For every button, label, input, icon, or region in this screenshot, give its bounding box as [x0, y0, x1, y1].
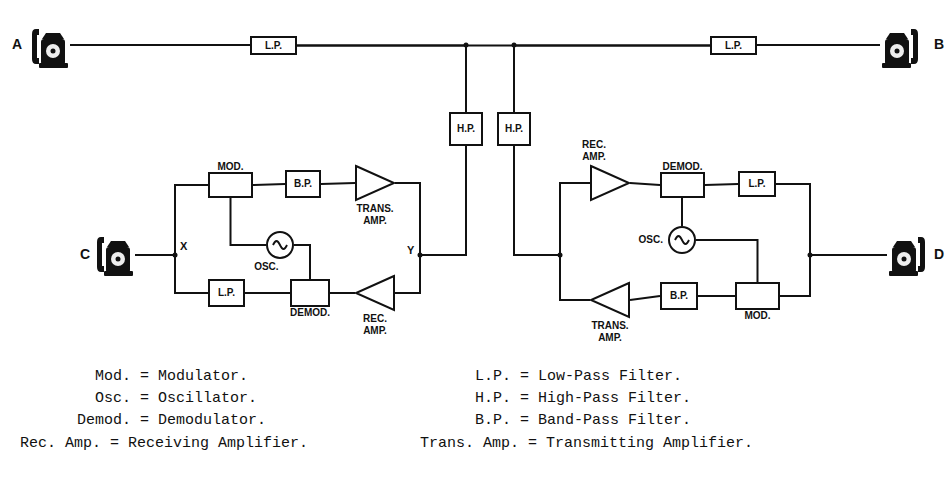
node-label: H.P.	[457, 123, 475, 135]
signal-line	[395, 146, 466, 255]
abbreviation-key: Osc. = Oscillator.	[95, 390, 257, 407]
telephone	[889, 237, 925, 276]
junction-label: X	[180, 240, 187, 252]
signal-line	[231, 198, 267, 245]
node-label: B.P.	[294, 178, 312, 190]
signal-line	[321, 183, 355, 184]
junction-label: Y	[407, 244, 414, 256]
oscillator-outline	[669, 227, 695, 253]
filter-box: H.P.	[497, 112, 531, 146]
line-wire	[757, 44, 880, 46]
abbreviation-key: Rec. Amp. = Receiving Amplifier.	[20, 435, 308, 452]
node-label: REC. AMP.	[572, 139, 616, 162]
signal-line	[698, 295, 735, 297]
oscillator-circle	[668, 226, 696, 254]
filter-box: MOD.	[208, 172, 253, 198]
amplifier-triangle	[590, 282, 630, 318]
filter-box: B.P.	[285, 170, 321, 198]
signal-line	[705, 184, 738, 185]
amplifier-outline	[591, 166, 629, 200]
signal-line	[245, 292, 290, 294]
node-label: L.P.	[265, 40, 282, 52]
node-label: MOD.	[744, 310, 770, 322]
oscillator-circle: OSC.	[266, 231, 294, 259]
signal-line	[630, 183, 660, 185]
signal-line	[297, 46, 466, 113]
node-label: L.P.	[725, 40, 742, 52]
amplifier-triangle: TRANS. AMP.	[355, 165, 395, 201]
telephone	[882, 29, 918, 68]
node-label: TRANS. AMP.	[588, 320, 632, 343]
amplifier-triangle	[590, 165, 630, 201]
signal-line	[330, 292, 355, 294]
signal-line	[514, 146, 590, 300]
filter-box: DEMOD.	[290, 279, 330, 307]
terminal-letter: B	[934, 36, 944, 52]
amplifier-outline	[356, 166, 394, 200]
amplifier-triangle: REC. AMP.	[590, 165, 630, 201]
filter-box: B.P.	[660, 282, 698, 310]
amplifier-outline	[356, 276, 394, 310]
signal-line	[514, 46, 710, 113]
oscillator-outline	[267, 232, 293, 258]
telephone	[32, 29, 68, 68]
signal-line	[253, 184, 285, 185]
sine-symbol	[675, 236, 689, 244]
telephone	[97, 237, 133, 276]
oscillator-circle	[266, 231, 294, 259]
signal-line	[776, 184, 810, 296]
signal-line	[630, 296, 660, 300]
filter-box: L.P.	[738, 171, 776, 197]
node-label: DEMOD.	[290, 307, 330, 319]
abbreviation-key: Mod. = Modulator.	[95, 368, 248, 385]
filter-box: H.P.	[449, 112, 483, 146]
node-label: MOD.	[217, 161, 243, 173]
signal-line	[696, 240, 758, 282]
line-wire	[70, 44, 250, 46]
signal-line	[175, 185, 208, 293]
amplifier-triangle	[355, 165, 395, 201]
terminal-letter: A	[12, 36, 22, 52]
line-wire	[810, 254, 887, 256]
node-label: TRANS. AMP.	[353, 203, 397, 226]
signal-line	[514, 146, 590, 255]
node-label: H.P.	[505, 123, 523, 135]
node-label: L.P.	[218, 287, 235, 299]
signal-line	[681, 198, 683, 226]
filter-box: L.P.	[208, 279, 245, 307]
abbreviation-key: Demod. = Demodulator.	[77, 412, 266, 429]
abbreviation-key: Trans. Amp. = Transmitting Amplifier.	[420, 435, 753, 452]
amplifier-triangle	[355, 275, 395, 311]
terminal-letter: C	[80, 246, 90, 262]
amplifier-triangle: TRANS. AMP.	[590, 282, 630, 318]
filter-box: MOD.	[735, 282, 780, 310]
node-label: OSC.	[639, 234, 663, 246]
node-label: OSC.	[254, 261, 278, 273]
abbreviation-key: H.P. = High-Pass Filter.	[475, 390, 691, 407]
signal-line	[294, 245, 310, 279]
amplifier-triangle: REC. AMP.	[355, 275, 395, 311]
terminal-letter: D	[934, 246, 944, 262]
amplifier-outline	[591, 283, 629, 317]
signal-line	[395, 146, 466, 293]
node-label: L.P.	[748, 178, 765, 190]
line-wire	[135, 254, 175, 256]
filter-box: L.P.	[250, 36, 297, 55]
sine-symbol	[273, 241, 287, 249]
filter-box: DEMOD.	[660, 172, 705, 198]
oscillator-circle: OSC.	[668, 226, 696, 254]
abbreviation-key: L.P. = Low-Pass Filter.	[475, 368, 682, 385]
node-label: B.P.	[670, 290, 688, 302]
node-label: DEMOD.	[663, 161, 703, 173]
filter-box: L.P.	[710, 36, 757, 55]
abbreviation-key: B.P. = Band-Pass Filter.	[475, 412, 691, 429]
node-label: REC. AMP.	[353, 313, 397, 336]
